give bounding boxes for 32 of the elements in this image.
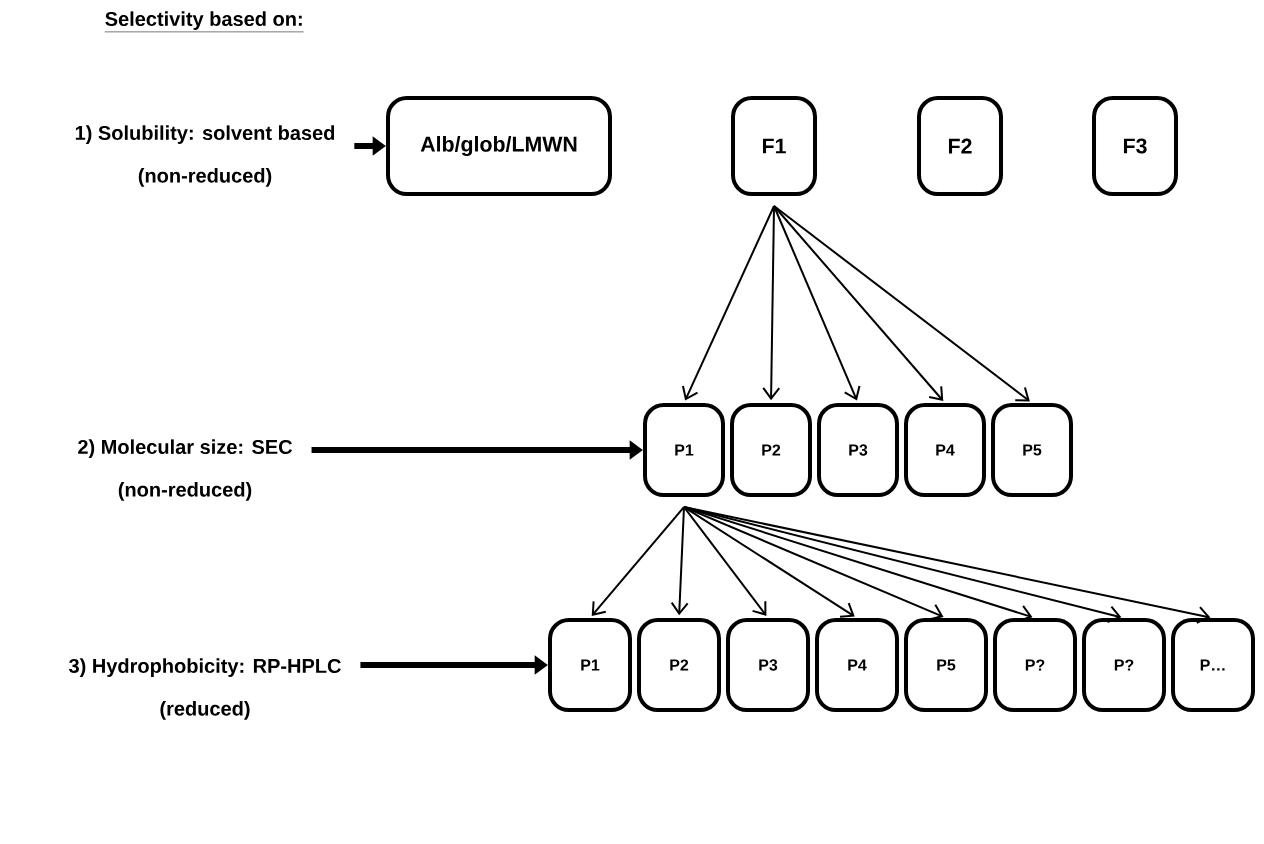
arrow (773, 205, 1030, 402)
step-label: 1) Solubility: solvent based (non-reduced) (75, 125, 335, 187)
arrow (681, 205, 775, 401)
step-label: 3) Hydrophobicity: RP-HPLC (reduced) (69, 658, 341, 720)
fraction-box: F2 (917, 96, 1003, 196)
fraction-box: P5 (991, 403, 1073, 497)
fraction-box: P? (1082, 618, 1166, 712)
fraction-box: P3 (817, 403, 899, 497)
fraction-box: P5 (904, 618, 988, 712)
arrow (591, 506, 685, 616)
heading: Selectivity based on: (104, 11, 304, 33)
fraction-box: P1 (643, 403, 725, 497)
fraction-box: P2 (730, 403, 812, 497)
arrow (683, 506, 767, 616)
fraction-box: F3 (1092, 96, 1178, 196)
arrow (773, 205, 861, 401)
fraction-box: P4 (815, 618, 899, 712)
fraction-box: F1 (731, 96, 817, 196)
arrow (670, 506, 689, 616)
fraction-box: P2 (637, 618, 721, 712)
fraction-box: P3 (726, 618, 810, 712)
fraction-box: P? (993, 618, 1077, 712)
arrow (762, 205, 781, 401)
arrow (683, 506, 855, 618)
fraction-box: Alb/glob/LMWN (386, 96, 612, 196)
fraction-box: P4 (904, 403, 986, 497)
step-label: 2) Molecular size: SEC (non-reduced) (78, 439, 293, 501)
arrow (773, 205, 944, 401)
fraction-box: P… (1171, 618, 1255, 712)
arrow (683, 506, 1033, 623)
arrow (683, 506, 1211, 624)
fraction-box: P1 (548, 618, 632, 712)
